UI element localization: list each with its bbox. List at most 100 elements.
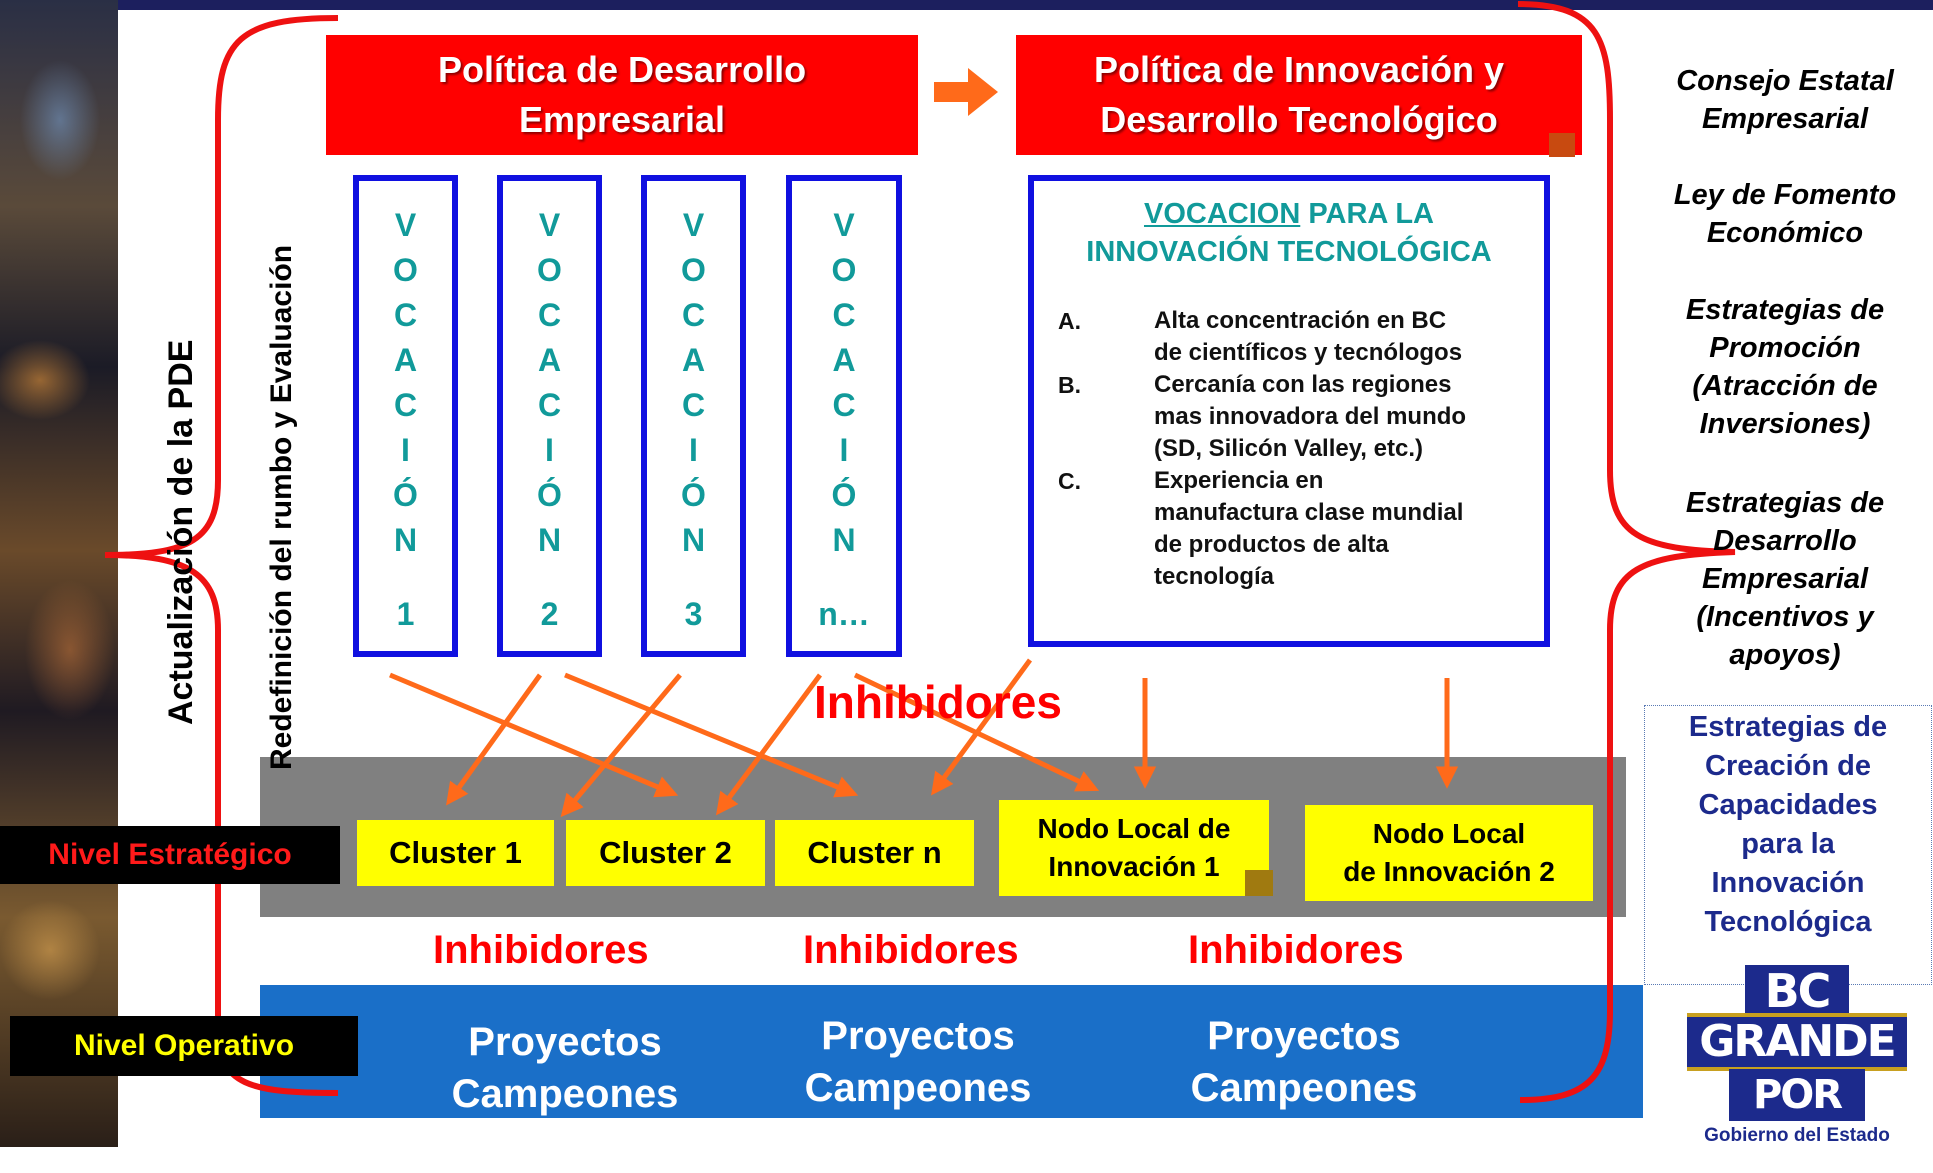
title-underlined: VOCACION	[1143, 198, 1301, 230]
arrow-innov-to-clustern	[931, 658, 1033, 796]
policy-line-2: Desarrollo Tecnológico	[1100, 99, 1498, 140]
vocacion-letter: A	[393, 342, 418, 378]
logo-line1: BC	[1764, 964, 1832, 1018]
right-brace	[1517, 1, 1736, 1103]
right-line: apoyos)	[1729, 639, 1841, 671]
cap-line: Tecnológica	[1704, 906, 1872, 938]
title-rest: PARA LA	[1300, 198, 1434, 230]
vocacion-letter: C	[393, 387, 418, 423]
vocacion-letter: C	[537, 387, 562, 423]
vocacion-letter: I	[545, 432, 554, 468]
vocacion-letter: A	[681, 342, 706, 378]
logo-grande-block: GRANDE	[1687, 1013, 1907, 1071]
vocacion-letter: V	[538, 207, 561, 243]
item-line: (SD, Silicón Valley, etc.)	[1154, 435, 1423, 462]
nodo-local-1: Nodo Local de Innovación 1	[999, 800, 1269, 896]
item-line: Cercanía con las regiones	[1154, 371, 1452, 398]
right-line: Estrategias de	[1685, 487, 1885, 519]
vocacion-letter: C	[832, 387, 856, 423]
play-icon[interactable]	[1245, 870, 1273, 896]
play-icon[interactable]	[1549, 133, 1575, 157]
vocacion-letter: Ó	[681, 477, 706, 513]
title-line2: INNOVACIÓN TECNOLÓGICA	[1086, 236, 1492, 268]
vocacion-letter: O	[831, 252, 857, 288]
policy-arrow	[934, 68, 998, 116]
right-line: Consejo Estatal	[1676, 65, 1894, 97]
arrow-vn-to-cluster2	[715, 673, 823, 816]
vocacion-letter: C	[393, 297, 418, 333]
policy-line-1: Política de Desarrollo	[437, 49, 807, 90]
proyectos-line: Campeones	[451, 1072, 679, 1116]
item-c-text: Experiencia en manufactura clase mundial…	[1154, 465, 1463, 593]
vocacion-letter: C	[537, 297, 562, 333]
nivel-operativo-label: Nivel Operativo	[10, 1016, 358, 1076]
vocacion-number: 2	[540, 596, 559, 632]
item-line: de científicos y tecnólogos	[1154, 339, 1463, 366]
inhibidores-top-label: Inhibidores	[814, 676, 1062, 728]
logo-porti-block: POR TI	[1729, 1069, 1865, 1170]
inner-vertical-label: Redefinición del rumbo y Evaluación	[265, 244, 298, 770]
right-line: Ley de Fomento	[1673, 179, 1897, 211]
vocacion-letter: A	[832, 342, 856, 378]
policy-line-1: Política de Innovación y	[1093, 49, 1505, 90]
top-bar	[0, 0, 1933, 10]
right-line: (Atracción de	[1692, 370, 1878, 402]
inhibidores-label-2: Inhibidores	[803, 928, 1019, 972]
vocacion-letter: N	[537, 522, 562, 558]
vocacion-letter: Ó	[831, 477, 857, 513]
nodo-line: de Innovación 2	[1343, 856, 1555, 887]
vocacion-letter: I	[689, 432, 698, 468]
arrow-v1-to-cluster2	[389, 672, 679, 798]
arrow-vn-to-nodo1	[853, 672, 1100, 792]
right-line: Empresarial	[1701, 103, 1869, 135]
inhibidores-label-1: Inhibidores	[433, 928, 649, 972]
logo-line2: GRANDE	[1699, 1016, 1896, 1067]
proyectos-line: Proyectos	[821, 1014, 1015, 1058]
vocacion-letter: A	[537, 342, 562, 378]
logo-caption: Gobierno del Estado	[1704, 1125, 1890, 1146]
cap-line: Estrategias de	[1688, 711, 1888, 743]
vocacion-letter: N	[393, 522, 418, 558]
item-a-text: Alta concentración en BC de científicos …	[1154, 305, 1462, 369]
arrow-v3-to-cluster1b	[560, 673, 682, 818]
proyectos-line: Campeones	[804, 1066, 1032, 1110]
estrategias-capacidades-box: Estrategias de Creación de Capacidades p…	[1644, 705, 1932, 985]
proyectos-line: Proyectos	[1207, 1014, 1401, 1058]
policy-line-2: Empresarial	[518, 99, 726, 140]
vocacion-innovacion-box: VOCACION PARA LA INNOVACIÓN TECNOLÓGICA …	[1028, 175, 1550, 647]
policy-innovacion: Política de Innovación y Desarrollo Tecno…	[1016, 35, 1582, 155]
nodo-line: Innovación 1	[1048, 851, 1220, 882]
vocacion-letter: V	[394, 207, 417, 243]
arrow-v2-to-clustern	[564, 672, 859, 798]
vocacion-letter: V	[682, 207, 705, 243]
inhibidores-label-3: Inhibidores	[1188, 928, 1404, 972]
left-brace	[104, 15, 339, 1096]
vocacion-letter: N	[832, 522, 856, 558]
right-line: Inversiones)	[1699, 408, 1871, 440]
cap-line: Capacidades	[1698, 789, 1878, 821]
vocacion-number: 3	[684, 596, 703, 632]
right-line: (Incentivos y	[1696, 601, 1874, 633]
right-line: Económico	[1706, 217, 1864, 249]
nodo-line: Nodo Local de	[1037, 813, 1231, 844]
logo-line3: POR TI	[1752, 1072, 1843, 1170]
item-line: manufactura clase mundial	[1154, 499, 1464, 526]
bc-grande-logo: BC GRANDE POR TI Gobierno del Estado	[1687, 965, 1907, 1170]
item-line: de productos de alta	[1154, 531, 1389, 558]
logo-bc-block: BC	[1745, 965, 1849, 1017]
vocacion-letter: O	[681, 252, 706, 288]
right-line: Promoción	[1709, 332, 1861, 364]
arrow-v2-to-cluster1	[446, 673, 543, 806]
vocacion-letter: Ó	[537, 477, 562, 513]
vocacion-letter: V	[833, 207, 855, 243]
